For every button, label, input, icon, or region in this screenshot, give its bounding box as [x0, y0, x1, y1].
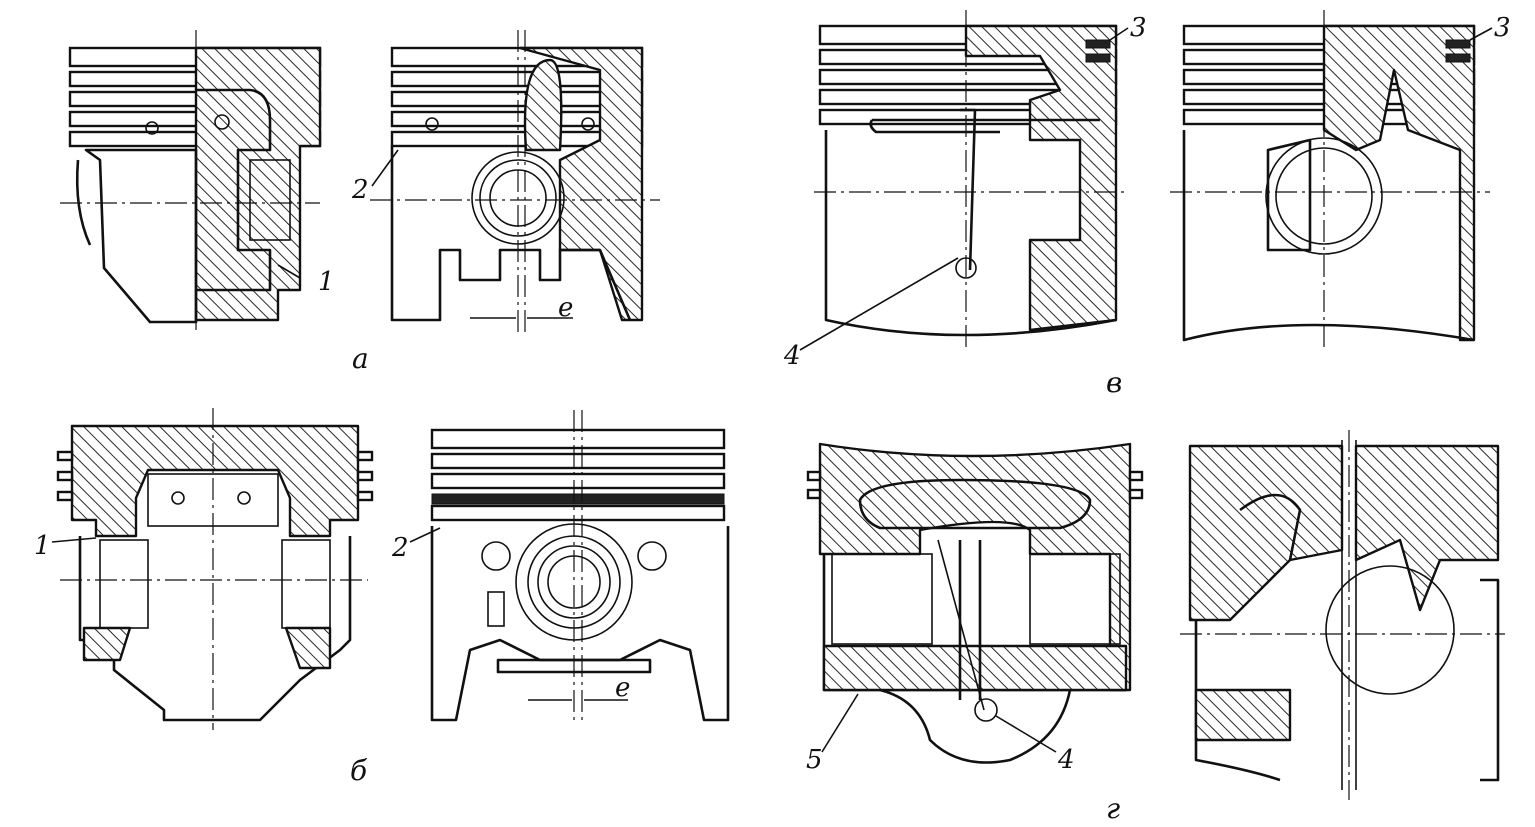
- piston-v-left: [814, 10, 1128, 350]
- piston-a-left: [60, 30, 322, 330]
- piston-g-left: [806, 442, 1144, 764]
- callout-g-5: 5: [806, 745, 823, 775]
- piston-v-right: [1170, 10, 1490, 350]
- piston-b-right: [430, 410, 730, 725]
- piston-b-left: [56, 408, 374, 730]
- callout-a-1: 1: [318, 267, 335, 297]
- figure-a: 2 1 e а: [60, 30, 660, 375]
- caption-v: в: [1106, 366, 1122, 399]
- callout-v-3-right: 3: [1494, 13, 1511, 43]
- caption-b: б: [350, 754, 368, 787]
- caption-a: а: [352, 342, 369, 375]
- callout-v-3-left: 3: [1130, 13, 1147, 43]
- caption-g: г: [1106, 792, 1120, 825]
- callout-a-2: 2: [351, 175, 369, 205]
- piston-a-right: [370, 30, 660, 335]
- figure-b: 1 2 e б: [34, 408, 730, 787]
- callout-b-2: 2: [391, 533, 409, 563]
- callout-a-e: e: [558, 293, 573, 323]
- callout-b-e: e: [615, 673, 630, 703]
- callout-v-4: 4: [783, 341, 801, 371]
- callout-g-4: 4: [1057, 745, 1075, 775]
- callout-b-1: 1: [34, 531, 51, 561]
- figure-v: 3 3 4 в: [783, 10, 1511, 399]
- piston-g-right: [1180, 430, 1505, 800]
- figure-g: 5 4 г: [806, 430, 1505, 825]
